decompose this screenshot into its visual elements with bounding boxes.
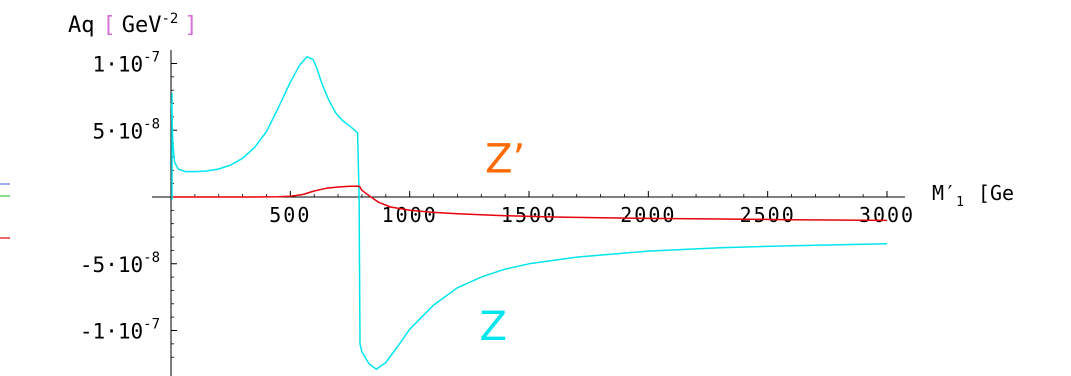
series-line-z-prime: [171, 185, 888, 222]
x-axis-label: M′1[Ge: [932, 181, 1014, 210]
x-tick-label: 2500: [740, 203, 796, 227]
series-layer: [170, 56, 888, 370]
y-tick-label: 5·10-8: [93, 116, 160, 143]
y-tick-label: -1·10-7: [80, 317, 160, 344]
y-axis-label: Aq[GeV-2]: [68, 11, 198, 38]
x-tick-label: 2000: [620, 203, 676, 227]
x-tick-label: 1500: [501, 203, 557, 227]
y-tick-label: 1·10-7: [93, 50, 160, 77]
annotation-layer: Z’ Z: [479, 136, 525, 350]
x-tick-label: 500: [269, 203, 311, 227]
series-line-z: [170, 56, 888, 370]
annotation-z: Z: [479, 304, 506, 350]
annotation-z-prime: Z’: [485, 136, 525, 182]
y-tick-label: -5·10-8: [80, 250, 160, 277]
x-tick-label: 3000: [859, 203, 915, 227]
